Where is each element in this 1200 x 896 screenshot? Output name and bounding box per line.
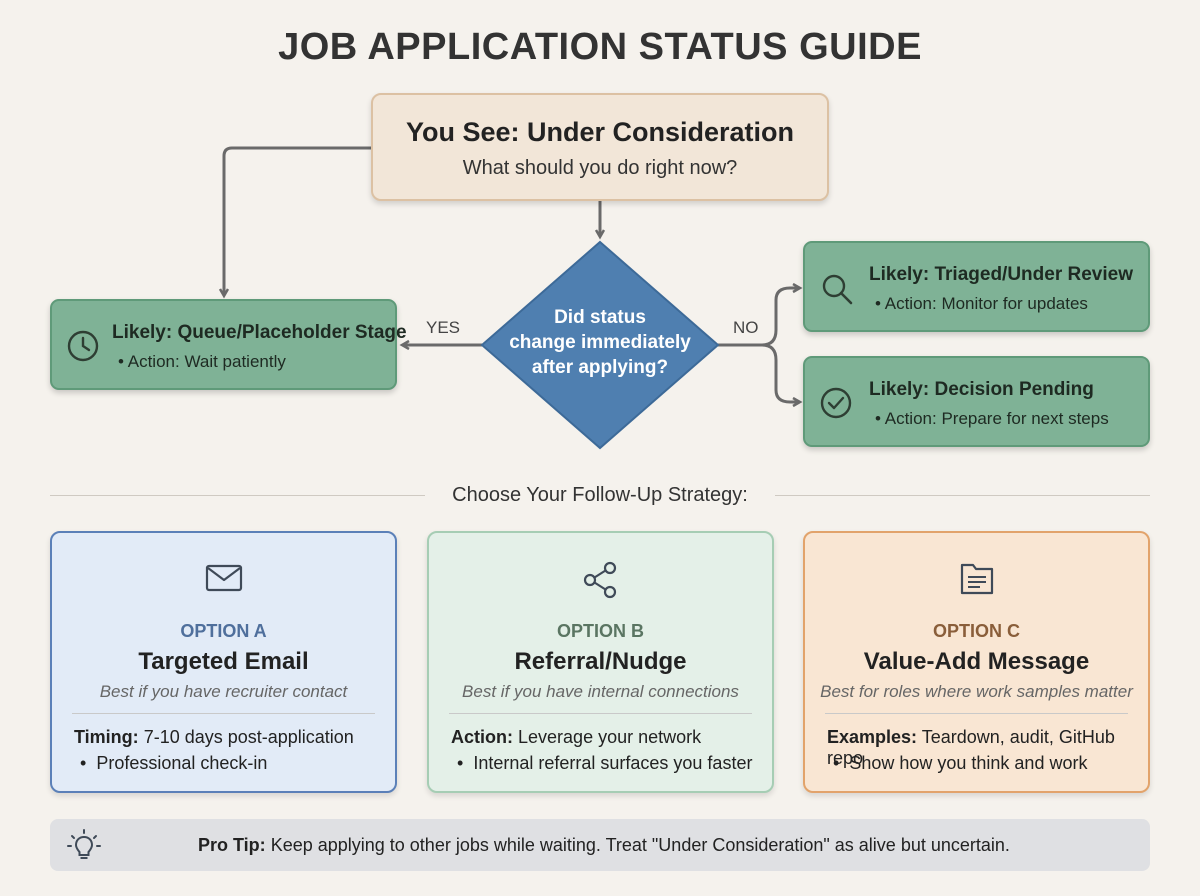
decision-question: Did status change immediately after appl… xyxy=(495,305,705,380)
document-icon xyxy=(956,559,998,604)
option-b-detail: Action: Leverage your network xyxy=(451,727,762,748)
option-b-bullet-text: Internal referral surfaces you faster xyxy=(473,753,753,773)
option-c-rule xyxy=(825,713,1128,714)
bullet: • xyxy=(80,753,87,773)
outcome-queue-action-text: Action: Wait patiently xyxy=(127,352,286,371)
option-b-detail-value: Leverage your network xyxy=(518,727,702,747)
no-label: NO xyxy=(733,318,759,337)
bullet: • xyxy=(875,409,881,428)
decision-line-3: after applying? xyxy=(531,357,669,378)
outcome-pending-title: Likely: Decision Pending xyxy=(869,379,1094,400)
decision-diamond xyxy=(480,240,720,450)
option-c-detail-label: Examples: xyxy=(827,727,918,747)
option-a-description: Best if you have recruiter contact xyxy=(99,682,348,701)
option-a-bullet-text: Professional check-in xyxy=(96,753,268,773)
pro-tip-banner: Pro Tip: Keep applying to other jobs whi… xyxy=(50,819,1150,871)
bullet: • xyxy=(833,753,840,773)
connector-no-down xyxy=(761,343,800,402)
option-c-detail-value: Teardown, audit, GitHub repo xyxy=(827,727,1115,768)
option-c-label: OPTION C xyxy=(932,621,1020,641)
option-a-detail: Timing: 7-10 days post-application xyxy=(74,727,385,748)
share-icon xyxy=(580,559,622,606)
pro-tip-body: Keep applying to other jobs while waitin… xyxy=(270,835,1010,855)
outcome-queue-box: Likely: Queue/Placeholder Stage • Action… xyxy=(50,299,407,390)
outcome-pending-action-text: Action: Prepare for next steps xyxy=(884,409,1109,428)
option-c-bullet: • Show how you think and work xyxy=(833,753,1138,774)
option-b-card: OPTION B Referral/Nudge Best if you have… xyxy=(427,531,774,793)
option-a-bullet: • Professional check-in xyxy=(80,753,385,774)
option-c-detail: Examples: Teardown, audit, GitHub repo xyxy=(827,727,1138,769)
option-b-rule xyxy=(449,713,752,714)
magnifier-icon xyxy=(819,271,855,312)
outcome-triaged-box: Likely: Triaged/Under Review • Action: M… xyxy=(803,241,1150,332)
outcome-triaged-action-text: Action: Monitor for updates xyxy=(884,294,1088,313)
option-a-detail-label: Timing: xyxy=(74,727,139,747)
option-b-heading: Referral/Nudge xyxy=(514,648,687,675)
decision-line-2: change immediately xyxy=(509,332,691,353)
outcome-pending-box: Likely: Decision Pending • Action: Prepa… xyxy=(803,356,1150,447)
option-b-label: OPTION B xyxy=(556,621,644,641)
decision-line-1: Did status xyxy=(554,307,646,328)
section-heading: Choose Your Follow-Up Strategy: xyxy=(452,484,748,506)
outcome-triaged-title: Likely: Triaged/Under Review xyxy=(869,264,1133,285)
divider-right xyxy=(775,495,1150,496)
outcome-triaged-action: • Action: Monitor for updates xyxy=(869,294,1133,314)
yes-label: YES xyxy=(426,318,461,337)
option-a-heading: Targeted Email xyxy=(138,648,309,675)
option-b-description: Best if you have internal connections xyxy=(462,682,739,701)
connector-start-to-queue xyxy=(224,146,371,296)
pro-tip-text: Pro Tip: Keep applying to other jobs whi… xyxy=(198,835,1010,856)
start-box: You See: Under Consideration What should… xyxy=(371,93,829,201)
option-c-bullet-text: Show how you think and work xyxy=(849,753,1088,773)
outcome-queue-title: Likely: Queue/Placeholder Stage xyxy=(112,322,407,343)
option-b-detail-label: Action: xyxy=(451,727,513,747)
option-a-detail-value: 7-10 days post-application xyxy=(143,727,354,747)
pro-tip-label: Pro Tip: xyxy=(198,835,266,855)
option-a-label: OPTION A xyxy=(180,621,267,641)
start-subtitle: What should you do right now? xyxy=(462,157,738,179)
outcome-pending-action: • Action: Prepare for next steps xyxy=(869,409,1109,429)
connector-no-up xyxy=(761,288,800,347)
option-c-card: OPTION C Value-Add Message Best for role… xyxy=(803,531,1150,793)
page-title: JOB APPLICATION STATUS GUIDE xyxy=(278,26,922,68)
clock-icon xyxy=(66,329,100,368)
outcome-queue-action: • Action: Wait patiently xyxy=(112,352,407,372)
lightbulb-icon xyxy=(66,828,102,869)
option-a-card: OPTION A Targeted Email Best if you have… xyxy=(50,531,397,793)
envelope-icon xyxy=(203,559,245,602)
start-title: You See: Under Consideration xyxy=(405,117,795,147)
bullet: • xyxy=(457,753,464,773)
bullet: • xyxy=(875,294,881,313)
option-b-bullet: • Internal referral surfaces you faster xyxy=(457,753,762,774)
option-c-heading: Value-Add Message xyxy=(863,648,1090,675)
check-circle-icon xyxy=(819,386,853,425)
divider-left xyxy=(50,495,425,496)
option-a-rule xyxy=(72,713,375,714)
option-c-description: Best for roles where work samples matter xyxy=(820,682,1133,701)
bullet: • xyxy=(118,352,124,371)
